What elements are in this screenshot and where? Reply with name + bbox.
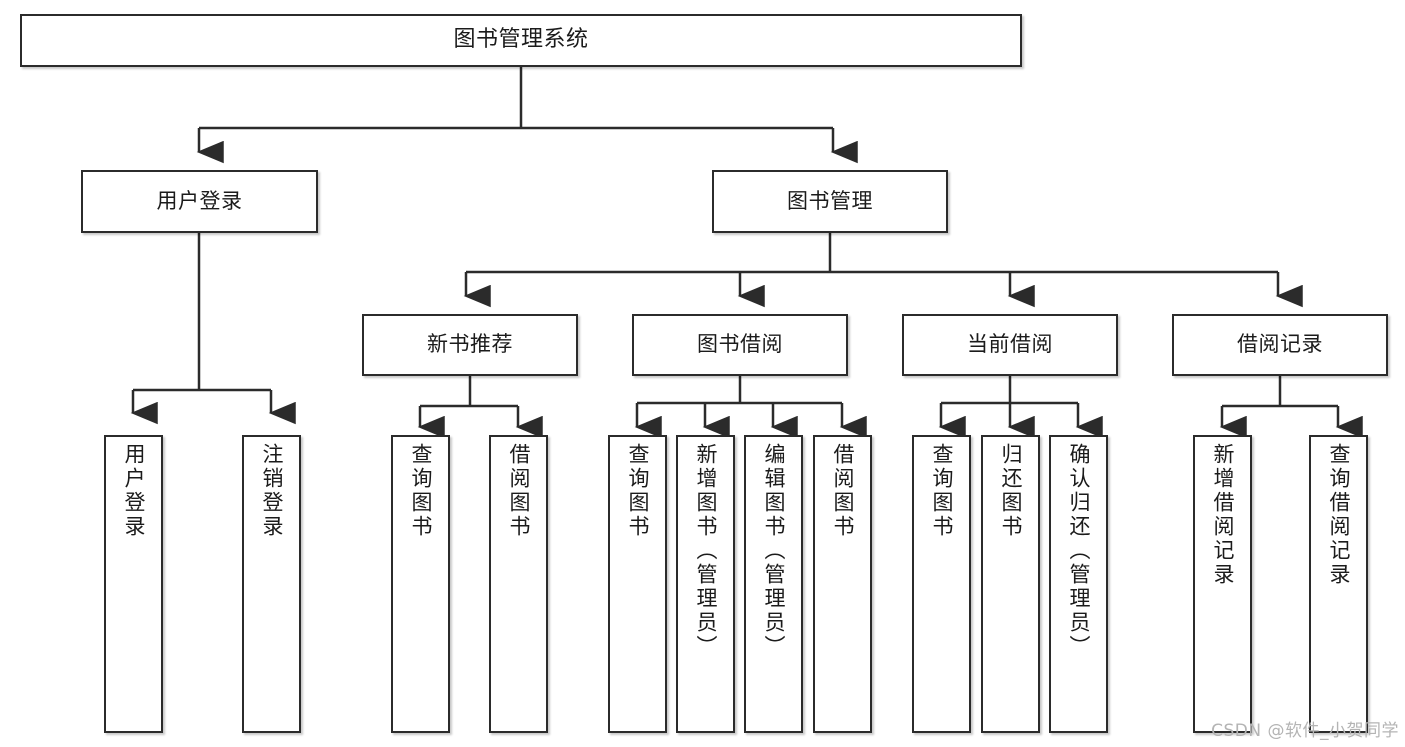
leaf-book-borrow-add[interactable]: 新增图书（管理员） bbox=[676, 435, 735, 733]
node-label: 用户登录 bbox=[122, 443, 146, 539]
node-label: 注销登录 bbox=[260, 443, 284, 539]
node-label: 查询借阅记录 bbox=[1327, 443, 1351, 587]
node-current-borrow[interactable]: 当前借阅 bbox=[902, 314, 1118, 376]
node-label: 图书借阅 bbox=[697, 332, 783, 357]
node-book-management[interactable]: 图书管理 bbox=[712, 170, 948, 233]
node-label: 确认归还（管理员） bbox=[1067, 443, 1091, 659]
node-label: 图书管理系统 bbox=[453, 27, 589, 53]
watermark: CSDN @软件_小贺同学 bbox=[1211, 721, 1399, 741]
node-label: 新增图书（管理员） bbox=[694, 443, 718, 659]
node-label: 新书推荐 bbox=[427, 332, 513, 357]
node-label: 编辑图书（管理员） bbox=[762, 443, 786, 659]
node-book-borrow[interactable]: 图书借阅 bbox=[632, 314, 848, 376]
leaf-book-borrow-borrow[interactable]: 借阅图书 bbox=[813, 435, 872, 733]
node-label: 查询图书 bbox=[409, 443, 433, 539]
leaf-book-borrow-query[interactable]: 查询图书 bbox=[608, 435, 667, 733]
node-label: 借阅记录 bbox=[1237, 332, 1323, 357]
leaf-current-borrow-return[interactable]: 归还图书 bbox=[981, 435, 1040, 733]
node-new-book-recommend[interactable]: 新书推荐 bbox=[362, 314, 578, 376]
leaf-current-borrow-confirm-return[interactable]: 确认归还（管理员） bbox=[1049, 435, 1108, 733]
node-label: 当前借阅 bbox=[967, 332, 1053, 357]
node-borrow-record[interactable]: 借阅记录 bbox=[1172, 314, 1388, 376]
node-label: 借阅图书 bbox=[831, 443, 855, 539]
node-label: 借阅图书 bbox=[507, 443, 531, 539]
leaf-user-login-login[interactable]: 用户登录 bbox=[104, 435, 163, 733]
node-label: 新增借阅记录 bbox=[1211, 443, 1235, 587]
node-label: 查询图书 bbox=[626, 443, 650, 539]
leaf-user-login-logout[interactable]: 注销登录 bbox=[242, 435, 301, 733]
node-root-system[interactable]: 图书管理系统 bbox=[20, 14, 1022, 67]
node-label: 查询图书 bbox=[930, 443, 954, 539]
leaf-current-borrow-query[interactable]: 查询图书 bbox=[912, 435, 971, 733]
leaf-borrow-record-query[interactable]: 查询借阅记录 bbox=[1309, 435, 1368, 733]
leaf-book-borrow-edit[interactable]: 编辑图书（管理员） bbox=[744, 435, 803, 733]
node-label: 归还图书 bbox=[999, 443, 1023, 539]
node-label: 用户登录 bbox=[156, 188, 243, 213]
leaf-borrow-record-add[interactable]: 新增借阅记录 bbox=[1193, 435, 1252, 733]
node-user-login[interactable]: 用户登录 bbox=[81, 170, 318, 233]
leaf-new-book-borrow[interactable]: 借阅图书 bbox=[489, 435, 548, 733]
node-label: 图书管理 bbox=[787, 188, 873, 213]
leaf-new-book-query[interactable]: 查询图书 bbox=[391, 435, 450, 733]
